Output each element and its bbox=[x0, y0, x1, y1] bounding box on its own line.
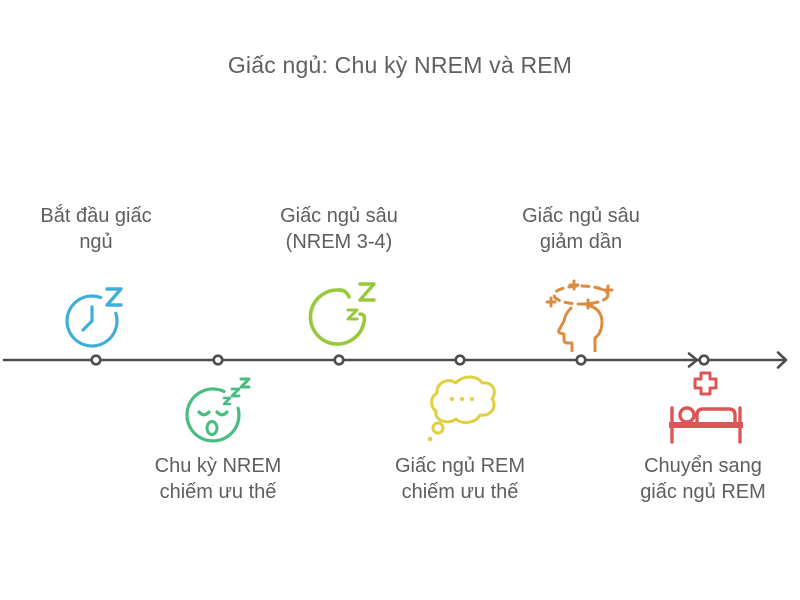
timeline-node-1 bbox=[90, 354, 102, 366]
timeline-mid-arrowhead-icon bbox=[687, 352, 699, 368]
thought-bubble-icon bbox=[422, 371, 500, 443]
stage-label-switch-to-rem: Chuyển sang giấc ngủ REM bbox=[640, 455, 766, 503]
sleeping-face-icon bbox=[180, 373, 256, 445]
timeline-node-5 bbox=[575, 354, 587, 366]
stage-label-sleep-onset: Bắt đầu giấc ngủ bbox=[40, 205, 152, 253]
hospital-bed-icon bbox=[663, 370, 745, 444]
timeline-node-4 bbox=[454, 354, 466, 366]
timeline-axis bbox=[2, 351, 788, 369]
stage-label-nrem-dominant: Chu kỳ NREM chiếm ưu thế bbox=[154, 455, 282, 503]
timeline-node-6 bbox=[698, 354, 710, 366]
stage-label-deep-sleep-decreasing: Giấc ngủ sâu giảm dần bbox=[522, 205, 640, 253]
timeline-node-3 bbox=[333, 354, 345, 366]
timeline-end-arrowhead-icon bbox=[776, 351, 788, 369]
timeline-node-2 bbox=[212, 354, 224, 366]
crescent-moon-zzz-icon bbox=[301, 276, 381, 348]
snooze-clock-icon bbox=[58, 280, 134, 350]
stage-label-rem-dominant: Giấc ngủ REM chiếm ưu thế bbox=[394, 455, 526, 503]
page-title: Giấc ngủ: Chu kỳ NREM và REM bbox=[227, 52, 573, 78]
dizzy-head-icon bbox=[541, 278, 621, 352]
stage-label-deep-sleep: Giấc ngủ sâu (NREM 3-4) bbox=[280, 205, 398, 253]
